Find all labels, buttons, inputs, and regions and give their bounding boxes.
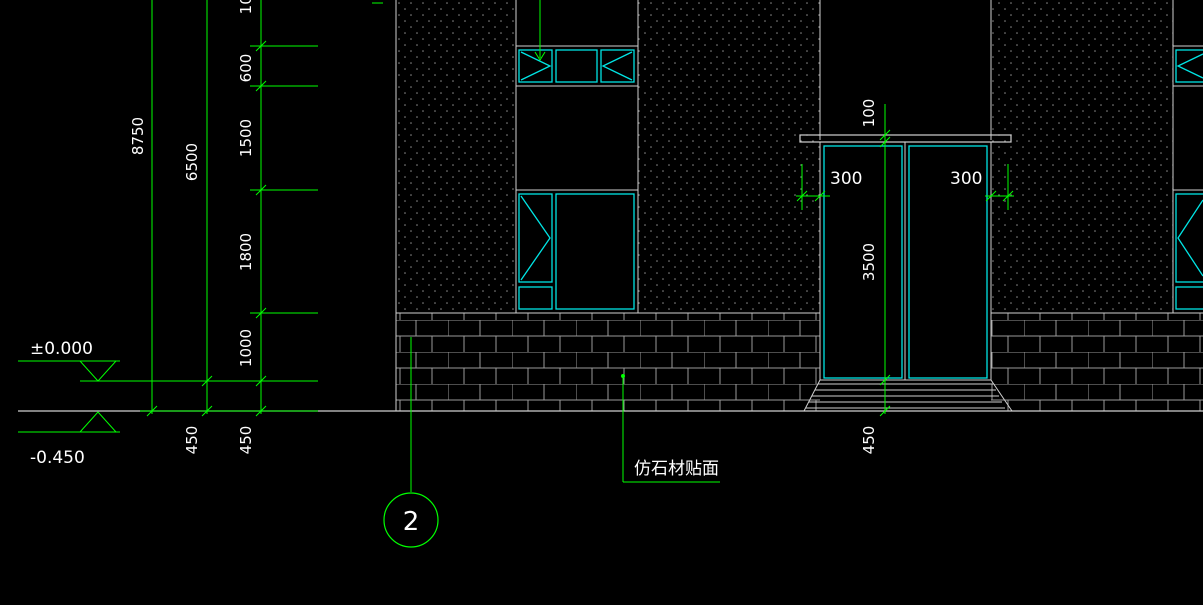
grid-axis-bubble: 2 bbox=[383, 492, 439, 548]
dim-top-partial: 100 bbox=[237, 0, 255, 14]
dim-door-right: 300 bbox=[950, 169, 982, 189]
stone-base-right bbox=[991, 313, 1203, 411]
elevation-marker-outdoor: -0.450 bbox=[18, 411, 120, 468]
leader-lines bbox=[372, 0, 720, 492]
wall-panel-right bbox=[991, 0, 1173, 313]
lower-window bbox=[515, 189, 639, 314]
upper-window bbox=[515, 45, 639, 87]
grid-axis-number: 2 bbox=[403, 507, 420, 537]
dim-band: 600 bbox=[237, 54, 255, 83]
dim-wall-above-window: 1500 bbox=[237, 119, 255, 157]
dim-window-height: 1800 bbox=[237, 233, 255, 271]
material-annotation: 仿石材贴面 bbox=[634, 459, 719, 479]
entrance-steps bbox=[803, 379, 1013, 412]
stone-base-left bbox=[396, 313, 820, 411]
elevation-ground-label: ±0.000 bbox=[30, 339, 93, 359]
entrance-door bbox=[799, 134, 1013, 412]
dim-bottom-right: 450 bbox=[237, 426, 255, 455]
wall-panel-mid bbox=[638, 0, 820, 313]
elevation-outdoor-label: -0.450 bbox=[30, 448, 85, 468]
wall-panel-left bbox=[396, 0, 516, 313]
left-dimensions bbox=[80, 0, 318, 417]
elevation-marker-ground: ±0.000 bbox=[18, 339, 120, 382]
dim-to-eave: 6500 bbox=[183, 143, 201, 181]
dim-total: 8750 bbox=[129, 117, 147, 155]
right-partial-windows bbox=[1172, 45, 1203, 314]
door-dimension-lines bbox=[796, 104, 1014, 417]
facade bbox=[18, 0, 1203, 412]
dim-plinth: 1000 bbox=[237, 329, 255, 367]
dim-step: 450 bbox=[860, 426, 878, 455]
dim-bottom-left: 450 bbox=[183, 426, 201, 455]
dim-door-height: 3500 bbox=[860, 243, 878, 281]
door-canopy bbox=[799, 134, 1012, 143]
dim-door-left: 300 bbox=[830, 169, 862, 189]
dim-canopy: 100 bbox=[860, 99, 878, 128]
